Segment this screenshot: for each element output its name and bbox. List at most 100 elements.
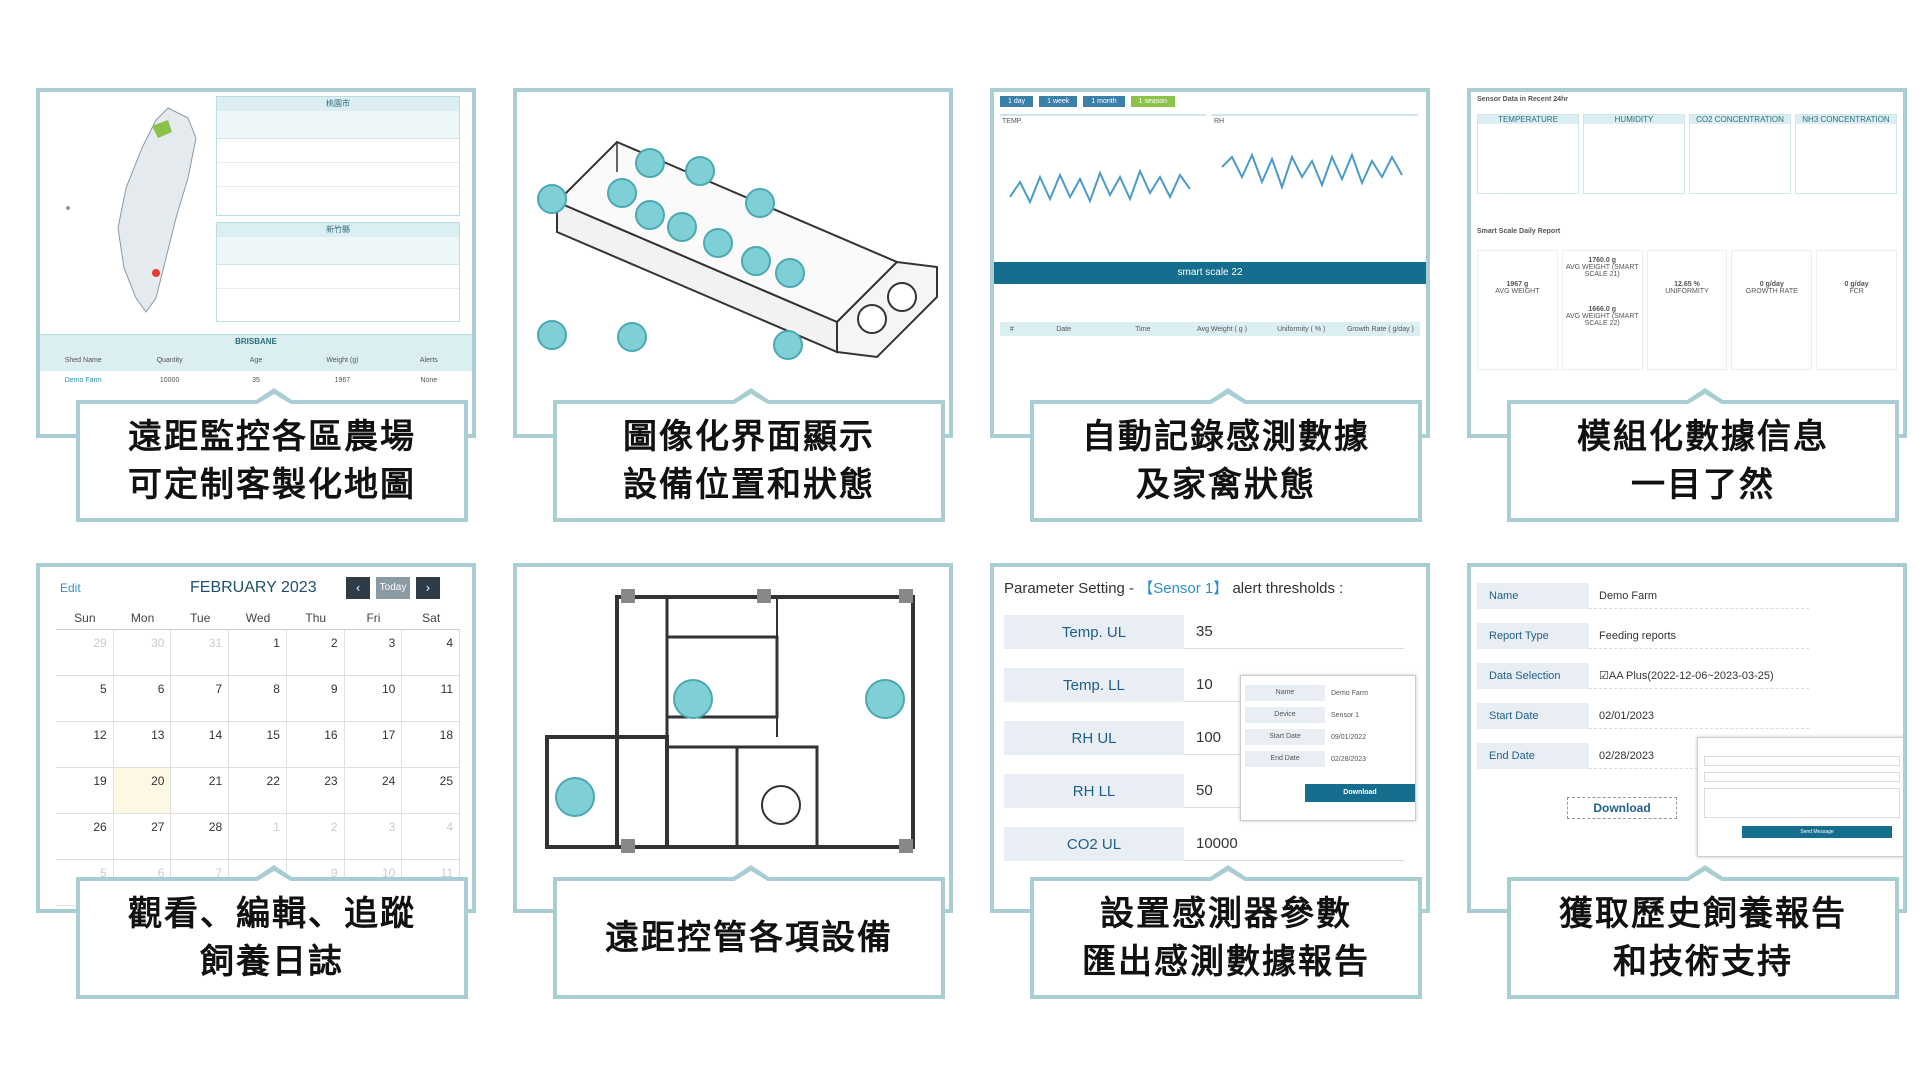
param-label: RH LL [1004, 774, 1184, 808]
gauge-icon[interactable] [775, 258, 805, 288]
caption-line: 遠距監控各區農場 [128, 417, 416, 457]
sensor-card: CO2 CONCENTRATION [1689, 114, 1791, 194]
fan-icon[interactable] [857, 304, 887, 334]
day-cell[interactable]: 15 [229, 722, 287, 767]
day-cell[interactable]: 18 [402, 722, 461, 767]
kpi-value: 1666.0 g [1588, 306, 1617, 313]
scale-icon[interactable] [667, 212, 697, 242]
day-cell[interactable]: 9 [287, 676, 345, 721]
card-calendar: Edit FEBRUARY 2023 ‹ Today › Sun Mon Tue… [36, 563, 476, 913]
day-cell[interactable]: 3 [345, 630, 403, 675]
sprinkler-icon[interactable] [537, 320, 567, 350]
scale-table: # Date Time Avg Weight ( g ) Uniformity … [1000, 322, 1420, 336]
report-value[interactable]: Demo Farm [1589, 583, 1809, 609]
pump-icon[interactable] [773, 330, 803, 360]
fan-icon[interactable] [761, 785, 801, 825]
router-icon[interactable] [607, 178, 637, 208]
day-cell[interactable]: 11 [402, 676, 461, 721]
day-cell[interactable]: 4 [402, 630, 461, 675]
taiwan-map-icon [66, 107, 197, 313]
day-cell-today[interactable]: 20 [113, 768, 172, 813]
feeder-icon[interactable] [703, 228, 733, 258]
day-cell[interactable]: 28 [171, 814, 230, 859]
day-cell[interactable]: 8 [229, 676, 287, 721]
table-cell: 10000 [159, 376, 180, 384]
day-cell[interactable]: 22 [229, 768, 287, 813]
col-header: Age [249, 356, 263, 364]
popup-label: Device [1245, 707, 1325, 723]
day-cell[interactable]: 4 [402, 814, 461, 859]
feeder-icon[interactable] [617, 322, 647, 352]
day-cell[interactable]: 1 [229, 814, 287, 859]
export-popup: Name Demo Farm Device Sensor 1 Start Dat… [1240, 675, 1416, 821]
sensor-title: CO2 CONCENTRATION [1690, 115, 1790, 124]
day-cell[interactable]: 21 [171, 768, 230, 813]
day-cell[interactable]: 25 [402, 768, 461, 813]
param-input[interactable]: 10000 [1184, 827, 1404, 861]
day-cell[interactable]: 16 [287, 722, 345, 767]
day-cell[interactable]: 14 [171, 722, 230, 767]
day-cell[interactable]: 2 [287, 814, 345, 859]
day-cell[interactable]: 2 [287, 630, 345, 675]
thermometer-alert-icon[interactable] [555, 777, 595, 817]
range-button[interactable]: 1 season [1130, 96, 1176, 107]
day-cell[interactable]: 31 [171, 630, 230, 675]
heater-icon[interactable] [865, 679, 905, 719]
caption-5: 觀看、編輯、追蹤 飼養日誌 [76, 865, 468, 999]
day-cell[interactable]: 17 [345, 722, 403, 767]
col-header: Alerts [419, 356, 438, 364]
camera-icon[interactable] [537, 184, 567, 214]
wifi-icon[interactable] [685, 156, 715, 186]
day-cell[interactable]: 24 [345, 768, 403, 813]
edit-link[interactable]: Edit [60, 581, 81, 595]
day-cell[interactable]: 27 [114, 814, 172, 859]
kpi-label: AVG WEIGHT [1495, 288, 1540, 295]
thermometer-icon[interactable] [745, 188, 775, 218]
day-cell[interactable]: 19 [56, 768, 114, 813]
download-button[interactable]: Download [1305, 784, 1415, 802]
controller-icon[interactable] [635, 148, 665, 178]
send-message-button[interactable]: Send Message [1742, 826, 1892, 838]
sensor-icon[interactable] [741, 246, 771, 276]
popup-value[interactable]: Demo Farm [1331, 689, 1368, 697]
range-button[interactable]: 1 month [1083, 96, 1125, 107]
prev-button[interactable]: ‹ [346, 577, 370, 599]
day-cell[interactable]: 5 [56, 676, 114, 721]
range-button[interactable]: 1 week [1039, 96, 1078, 107]
thermometer-icon[interactable] [635, 200, 665, 230]
today-button[interactable]: Today [376, 577, 410, 599]
fan-icon[interactable] [887, 282, 917, 312]
day-cell[interactable]: 26 [56, 814, 114, 859]
param-input[interactable]: 35 [1184, 615, 1404, 649]
day-cell[interactable]: 3 [345, 814, 403, 859]
report-label: Start Date [1477, 703, 1589, 729]
report-type-select[interactable]: Feeding reports [1589, 623, 1809, 649]
data-selection-checkbox[interactable]: ☑AA Plus(2022-12-06~2023-03-25) [1589, 663, 1809, 689]
col-header: Date [1056, 325, 1071, 333]
popup-value[interactable]: Sensor 1 [1331, 711, 1360, 719]
day-cell[interactable]: 6 [114, 676, 172, 721]
camera-icon[interactable] [673, 679, 713, 719]
kpi-card: 1967 g AVG WEIGHT [1477, 250, 1558, 370]
day-cell[interactable]: 10 [345, 676, 403, 721]
region-title: BRISBANE [40, 335, 472, 349]
day-cell[interactable]: 30 [114, 630, 172, 675]
caption-line: 設置感測器參數 [1100, 894, 1352, 934]
download-button[interactable]: Download [1567, 797, 1677, 819]
start-date-input[interactable]: 02/01/2023 [1589, 703, 1809, 729]
device-bar[interactable]: smart scale 22 [994, 262, 1426, 284]
support-form: Send Message [1697, 737, 1903, 857]
day-cell[interactable]: 12 [56, 722, 114, 767]
popup-value[interactable]: 02/28/2023 [1331, 755, 1367, 763]
day-cell[interactable]: 1 [229, 630, 287, 675]
popup-value[interactable]: 09/01/2022 [1331, 733, 1367, 741]
kpi-value: 12.65 % [1674, 281, 1700, 288]
day-cell[interactable]: 23 [287, 768, 345, 813]
param-title: Parameter Setting - 【Sensor 1】 alert thr… [1004, 577, 1343, 598]
next-button[interactable]: › [416, 577, 440, 599]
shed-link[interactable]: Demo Farm [64, 376, 102, 384]
day-cell[interactable]: 29 [56, 630, 114, 675]
range-button[interactable]: 1 day [1000, 96, 1034, 107]
day-cell[interactable]: 13 [114, 722, 172, 767]
day-cell[interactable]: 7 [171, 676, 230, 721]
